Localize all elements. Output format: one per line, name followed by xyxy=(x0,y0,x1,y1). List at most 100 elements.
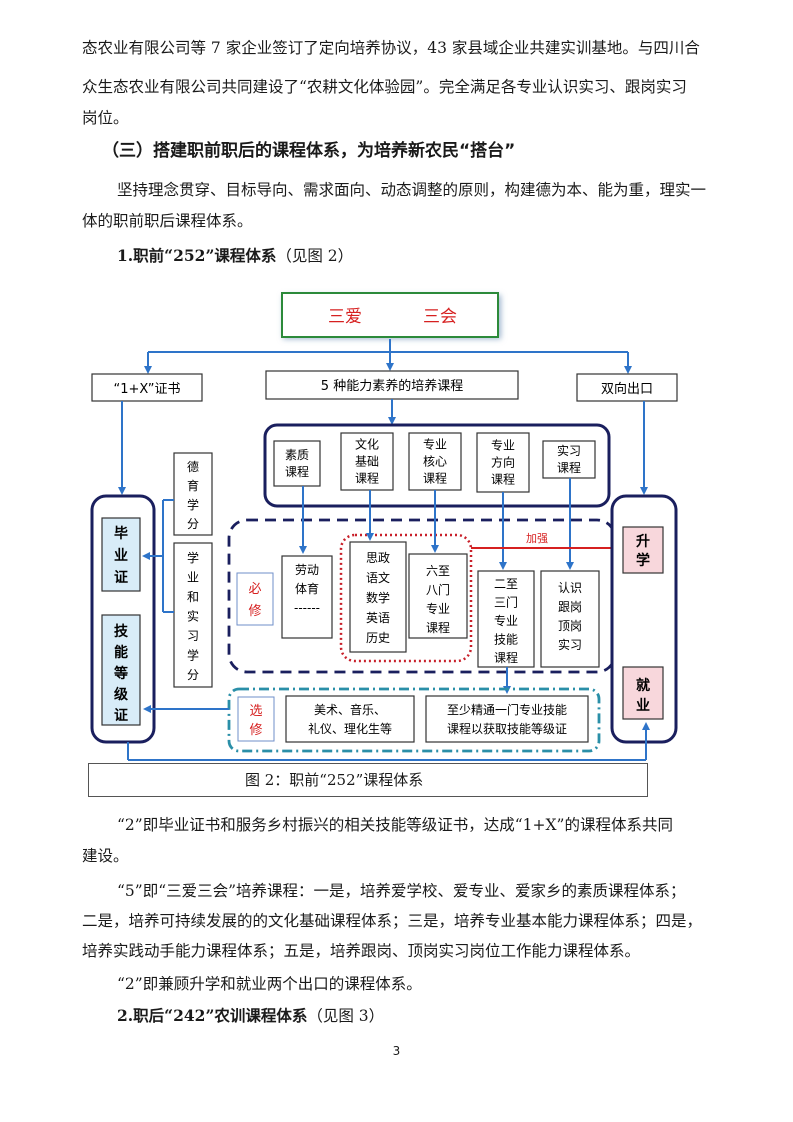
section-para-line-1: 坚持理念贯穿、目标导向、需求面向、动态调整的原则，构建德为本、能为重，理实一 xyxy=(117,181,707,199)
upgradeTxt-line: 学 xyxy=(636,552,650,569)
five-ability-label: 5 种能力素养的培养课程 xyxy=(321,378,463,394)
subheading-1: 1.职前“252”课程体系（见图 2） xyxy=(117,244,353,266)
course-box-label: 素质 xyxy=(285,448,309,462)
artsTxt-line: 礼仪、理化生等 xyxy=(308,721,392,736)
gradCert-line: 业 xyxy=(114,548,128,564)
top-title-box xyxy=(281,292,499,338)
course-box xyxy=(273,440,321,487)
gradCert-line: 证 xyxy=(114,570,128,586)
strengthen-label: 加强 xyxy=(526,532,548,545)
studyCredit-line: 学 xyxy=(187,550,199,565)
politicsTxt-line: 历史 xyxy=(366,631,390,645)
studyCredit-line: 和 xyxy=(187,590,199,604)
moralCredit-line: 学 xyxy=(187,497,199,512)
core-container xyxy=(339,533,473,663)
explain-p2-line-1: “5”即“三爱三会”培养课程：一是，培养爱学校、爱专业、爱家乡的素质课程体系； xyxy=(117,882,686,900)
practiceTxt-line: 顶岗 xyxy=(558,619,582,633)
twoTxt-line: 三门 xyxy=(494,595,518,610)
twoTxt-line: 课程 xyxy=(494,650,518,665)
skillCert-line: 等 xyxy=(114,665,128,682)
sixTxt-line: 六至 xyxy=(426,564,450,578)
two-to-three-box xyxy=(477,570,535,668)
studyCredit-line: 实 xyxy=(187,609,199,624)
cert-box xyxy=(91,373,203,402)
requiredLbl-line: 必 xyxy=(248,582,261,597)
twoTxt-line: 二至 xyxy=(494,577,518,591)
practiceTxt-line: 跟岗 xyxy=(558,600,582,614)
studyCredit-line: 业 xyxy=(187,571,199,585)
figure-caption: 图 2：职前“252”课程体系 xyxy=(88,763,648,797)
politicsTxt-line: 英语 xyxy=(366,611,390,625)
studyCredit-line: 习 xyxy=(187,629,199,643)
course-box-label: 课程 xyxy=(285,464,309,479)
exit-box-label: 双向出口 xyxy=(601,381,653,397)
subheading-1-bold: 1.职前“252”课程体系 xyxy=(117,246,277,265)
laborTxt-line: 体育 xyxy=(295,581,319,596)
course-box xyxy=(542,440,596,479)
intro-line-2: 众生态农业有限公司共同建设了“农耕文化体验园”。完全满足各专业认识实习、跟岗实习 xyxy=(82,78,687,96)
top-title-a: 三爱 xyxy=(328,307,362,327)
skillCourseTxt-line: 至少精通一门专业技能 xyxy=(447,702,567,717)
explain-p2-line-2: 二是，培养可持续发展的的文化基础课程体系；三是，培养专业基本能力课程体系；四是， xyxy=(82,912,703,930)
twoTxt-line: 技能 xyxy=(494,633,518,647)
elective-container xyxy=(227,687,601,753)
course-box-label: 核心 xyxy=(423,455,447,469)
gradCert-line: 毕 xyxy=(114,525,128,542)
electiveLbl-line: 选 xyxy=(249,704,262,719)
intro-line-1: 态农业有限公司等 7 家企业签订了定向培养协议，43 家县域企业共建实训基地。与… xyxy=(82,39,700,57)
subheading-2-bold: 2.职后“242”农训课程体系 xyxy=(117,1006,308,1025)
sixTxt-line: 专业 xyxy=(426,601,450,616)
studyCredit-line: 学 xyxy=(187,648,199,663)
page-number: 3 xyxy=(392,1044,401,1058)
arts-box xyxy=(285,695,415,743)
study-credit-box xyxy=(173,542,213,688)
subheading-1-ref: （见图 2） xyxy=(276,247,354,265)
skill-cert-box xyxy=(101,614,141,726)
course-box-label: 课程 xyxy=(423,471,447,486)
politicsTxt-line: 思政 xyxy=(366,551,390,565)
electiveLbl-line: 修 xyxy=(249,723,262,738)
course-box-label: 课程 xyxy=(491,472,515,487)
arts-text: 美术、音乐、礼仪、理化生等 xyxy=(308,702,392,736)
upgrade-box xyxy=(622,526,664,574)
course-box-label: 文化 xyxy=(355,437,379,452)
requiredLbl-line: 修 xyxy=(248,604,261,619)
employTxt-line: 业 xyxy=(636,698,650,714)
skillCert-line: 能 xyxy=(114,644,128,661)
course-box xyxy=(340,432,394,491)
section-heading: （三）搭建职前职后的课程体系，为培养新农民“搭台” xyxy=(102,141,516,161)
laborTxt-line: ------ xyxy=(294,601,320,615)
employ-box xyxy=(622,666,664,720)
top-title-b: 三会 xyxy=(423,307,457,327)
course-box xyxy=(408,432,462,491)
five-ability-box xyxy=(265,370,519,400)
studyCredit-line: 分 xyxy=(187,668,199,682)
skillCert-line: 级 xyxy=(114,686,129,703)
course-box-label: 方向 xyxy=(491,455,515,470)
explain-p1-line-2: 建设。 xyxy=(82,847,129,865)
practiceTxt-line: 认识 xyxy=(558,581,582,595)
moral-credit-box xyxy=(173,452,213,536)
subheading-2-ref: （见图 3） xyxy=(307,1007,385,1025)
skillCert-line: 证 xyxy=(114,708,128,724)
explain-p3: “2”即兼顾升学和就业两个出口的课程体系。 xyxy=(117,975,422,993)
artsTxt-line: 美术、音乐、 xyxy=(314,702,386,717)
politicsTxt-line: 数学 xyxy=(366,590,390,605)
skill-course-box xyxy=(425,695,589,743)
elective-label-box xyxy=(237,696,275,742)
employTxt-line: 就 xyxy=(636,677,650,694)
employ-text: 就业 xyxy=(636,677,650,714)
moralCredit-line: 德 xyxy=(187,459,199,474)
upgrade-text: 升学 xyxy=(636,533,650,569)
moralCredit-line: 分 xyxy=(187,517,199,531)
elective-label: 选修 xyxy=(249,704,262,738)
course-box-label: 实习 xyxy=(557,443,581,458)
course-box-label: 课程 xyxy=(557,460,581,475)
sixTxt-line: 八门 xyxy=(426,582,450,597)
practiceTxt-line: 实习 xyxy=(558,637,582,652)
